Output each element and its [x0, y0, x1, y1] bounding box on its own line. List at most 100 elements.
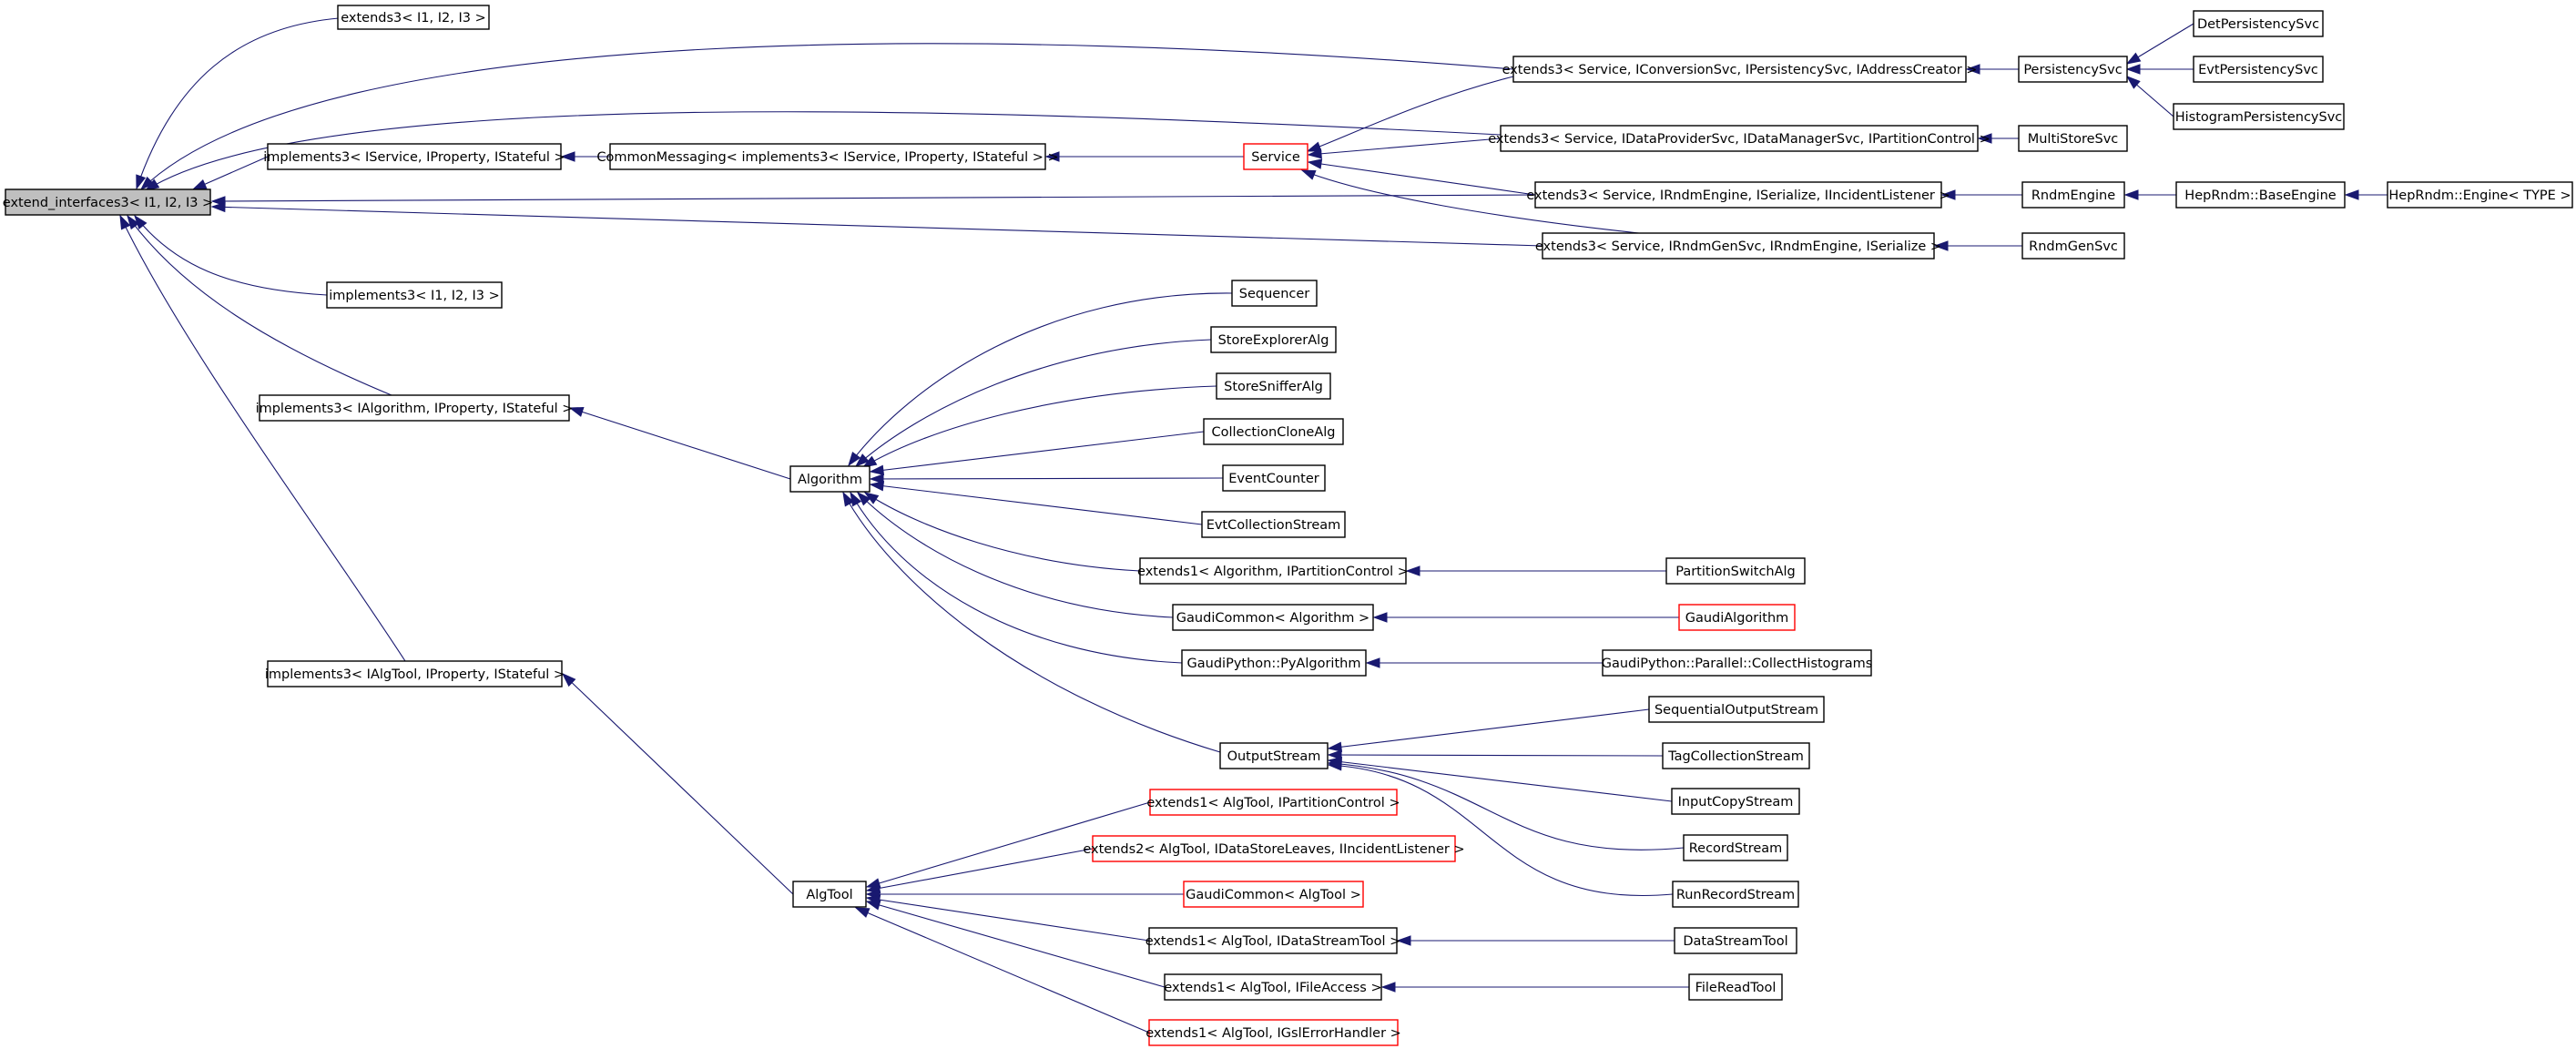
class-node-gaudialgorithm[interactable]: GaudiAlgorithm: [1678, 604, 1796, 631]
class-node-box[interactable]: [1231, 280, 1318, 307]
class-node-histpers[interactable]: HistogramPersistencySvc: [2173, 103, 2345, 130]
class-node-box[interactable]: [789, 465, 871, 493]
class-node-box[interactable]: [2387, 181, 2573, 209]
class-node-ext_toolpart[interactable]: extends1< AlgTool, IPartitionControl >: [1146, 789, 1400, 816]
class-node-box[interactable]: [1172, 604, 1374, 631]
class-node-ext_algpart[interactable]: extends1< Algorithm, IPartitionControl >: [1137, 557, 1409, 585]
class-node-box[interactable]: [1201, 511, 1346, 538]
class-node-evtpers[interactable]: EvtPersistencySvc: [2193, 56, 2324, 83]
class-node-outputstream[interactable]: OutputStream: [1219, 742, 1329, 769]
class-node-box[interactable]: [1183, 881, 1364, 908]
class-node-box[interactable]: [1674, 927, 1797, 954]
class-node-box[interactable]: [1662, 742, 1810, 769]
class-node-box[interactable]: [1149, 789, 1398, 816]
class-node-box[interactable]: [1688, 973, 1783, 1001]
class-node-box[interactable]: [5, 188, 211, 216]
class-node-box[interactable]: [1222, 464, 1326, 492]
class-node-box[interactable]: [1672, 881, 1799, 908]
class-node-box[interactable]: [2193, 56, 2324, 83]
class-node-recordstream[interactable]: RecordStream: [1683, 834, 1788, 861]
class-node-box[interactable]: [2018, 56, 2128, 83]
class-node-box[interactable]: [1219, 742, 1329, 769]
class-node-impl_alg[interactable]: implements3< IAlgorithm, IProperty, ISta…: [256, 394, 574, 422]
class-node-ext_toolfile[interactable]: extends1< AlgTool, IFileAccess >: [1164, 973, 1382, 1001]
class-node-storesniffer[interactable]: StoreSnifferAlg: [1216, 372, 1331, 400]
class-node-box[interactable]: [1648, 696, 1825, 723]
class-node-box[interactable]: [1210, 326, 1337, 353]
class-node-ext_conv[interactable]: extends3< Service, IConversionSvc, IPers…: [1502, 56, 1978, 83]
class-node-box[interactable]: [2021, 181, 2125, 209]
class-node-collclone[interactable]: CollectionCloneAlg: [1203, 418, 1344, 445]
class-node-multistore[interactable]: MultiStoreSvc: [2018, 125, 2128, 152]
class-node-sequencer[interactable]: Sequencer: [1231, 280, 1318, 307]
class-node-box[interactable]: [326, 281, 503, 309]
class-node-box[interactable]: [1148, 927, 1398, 954]
class-node-commonmsg[interactable]: CommonMessaging< implements3< IService, …: [596, 143, 1059, 170]
class-node-box[interactable]: [267, 660, 563, 687]
class-node-ext_tooldst[interactable]: extends1< AlgTool, IDataStreamTool >: [1145, 927, 1401, 954]
class-node-box[interactable]: [1181, 649, 1367, 677]
class-node-detpers[interactable]: DetPersistencySvc: [2193, 10, 2324, 37]
class-node-collecthist[interactable]: GaudiPython::Parallel::CollectHistograms: [1602, 649, 1873, 677]
class-node-box[interactable]: [1216, 372, 1331, 400]
class-node-gaudicommon_alg[interactable]: GaudiCommon< Algorithm >: [1172, 604, 1374, 631]
class-node-box[interactable]: [259, 394, 570, 422]
class-node-service[interactable]: Service: [1243, 143, 1308, 170]
class-node-runrecord[interactable]: RunRecordStream: [1672, 881, 1799, 908]
class-node-ext_toolgsl[interactable]: extends1< AlgTool, IGslErrorHandler >: [1145, 1019, 1401, 1046]
class-node-engine[interactable]: HepRndm::Engine< TYPE >: [2387, 181, 2573, 209]
class-node-box[interactable]: [1203, 418, 1344, 445]
class-node-box[interactable]: [1148, 1019, 1399, 1046]
class-node-box[interactable]: [1164, 973, 1382, 1001]
class-node-ext2_tool[interactable]: extends2< AlgTool, IDataStoreLeaves, IIn…: [1083, 835, 1465, 862]
class-node-baseengine[interactable]: HepRndm::BaseEngine: [2175, 181, 2346, 209]
class-node-box[interactable]: [1500, 125, 1979, 152]
inheritance-edge-inputcopy-to-outputstream: [1328, 759, 1673, 802]
class-node-persistency[interactable]: PersistencySvc: [2018, 56, 2128, 83]
class-node-impl_svc[interactable]: implements3< IService, IProperty, IState…: [263, 143, 565, 170]
class-node-impl_tool[interactable]: implements3< IAlgTool, IProperty, IState…: [265, 660, 565, 687]
class-node-box[interactable]: [1092, 835, 1456, 862]
class-node-box[interactable]: [1678, 604, 1796, 631]
class-node-label: StoreSnifferAlg: [1224, 380, 1323, 394]
class-node-rndmgensvc[interactable]: RndmGenSvc: [2021, 232, 2125, 260]
class-node-box[interactable]: [1671, 788, 1800, 815]
class-node-filereadtool[interactable]: FileReadTool: [1688, 973, 1783, 1001]
class-node-impl_i123[interactable]: implements3< I1, I2, I3 >: [326, 281, 503, 309]
class-node-box[interactable]: [1602, 649, 1872, 677]
class-node-box[interactable]: [792, 881, 867, 908]
class-node-tagcollstream[interactable]: TagCollectionStream: [1662, 742, 1810, 769]
class-node-box[interactable]: [1512, 56, 1967, 83]
class-node-algtool[interactable]: AlgTool: [792, 881, 867, 908]
class-node-box[interactable]: [2193, 10, 2324, 37]
class-node-inputcopy[interactable]: InputCopyStream: [1671, 788, 1800, 815]
class-node-eventcounter[interactable]: EventCounter: [1222, 464, 1326, 492]
class-node-box[interactable]: [1534, 181, 1942, 209]
class-node-root[interactable]: extend_interfaces3< I1, I2, I3 >: [3, 188, 213, 216]
class-node-gaudicommon_tool[interactable]: GaudiCommon< AlgTool >: [1183, 881, 1364, 908]
class-node-box[interactable]: [609, 143, 1046, 170]
class-node-partswitch[interactable]: PartitionSwitchAlg: [1665, 557, 1806, 585]
class-node-box[interactable]: [337, 5, 490, 30]
class-node-box[interactable]: [267, 143, 562, 170]
class-node-box[interactable]: [1665, 557, 1806, 585]
class-node-box[interactable]: [1683, 834, 1788, 861]
class-node-datastreamtool[interactable]: DataStreamTool: [1674, 927, 1797, 954]
class-node-algorithm[interactable]: Algorithm: [789, 465, 871, 493]
class-node-ext_rndmgen[interactable]: extends3< Service, IRndmGenSvc, IRndmEng…: [1535, 232, 1941, 260]
class-node-ext_dataprov[interactable]: extends3< Service, IDataProviderSvc, IDa…: [1488, 125, 1991, 152]
class-node-box[interactable]: [2021, 232, 2125, 260]
class-node-ext_rndm[interactable]: extends3< Service, IRndmEngine, ISeriali…: [1526, 181, 1950, 209]
class-node-box[interactable]: [2175, 181, 2346, 209]
class-node-pyalgorithm[interactable]: GaudiPython::PyAlgorithm: [1181, 649, 1367, 677]
class-node-ext_i123[interactable]: extends3< I1, I2, I3 >: [337, 5, 490, 30]
class-node-box[interactable]: [2018, 125, 2128, 152]
class-node-box[interactable]: [1243, 143, 1308, 170]
class-node-box[interactable]: [2173, 103, 2345, 130]
class-node-evtcollstream[interactable]: EvtCollectionStream: [1201, 511, 1346, 538]
class-node-box[interactable]: [1139, 557, 1407, 585]
class-node-rndmengine[interactable]: RndmEngine: [2021, 181, 2125, 209]
class-node-storeexplorer[interactable]: StoreExplorerAlg: [1210, 326, 1337, 353]
class-node-seqoutstream[interactable]: SequentialOutputStream: [1648, 696, 1825, 723]
class-node-box[interactable]: [1542, 232, 1935, 260]
